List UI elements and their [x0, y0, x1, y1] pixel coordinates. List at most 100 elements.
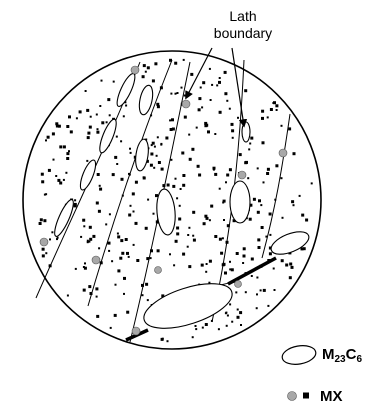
- precipitate-dot: [256, 307, 258, 309]
- precipitate-dot: [55, 175, 57, 177]
- precipitate-dot: [89, 238, 92, 241]
- precipitate-dot: [41, 180, 44, 183]
- precipitate-dot: [263, 181, 265, 183]
- precipitate-dot: [129, 148, 131, 150]
- precipitate-dot: [96, 296, 98, 298]
- precipitate-dot: [247, 177, 249, 179]
- precipitate-dot: [261, 117, 264, 120]
- precipitate-dot: [248, 148, 250, 150]
- precipitate-dot: [303, 247, 306, 250]
- precipitate-dot: [214, 173, 217, 176]
- precipitate-dot: [260, 289, 262, 291]
- precipitate-dot: [59, 182, 62, 185]
- precipitate-dot: [245, 291, 247, 293]
- precipitate-dot: [209, 260, 212, 263]
- precipitate-dot: [143, 64, 146, 67]
- precipitate-dot: [202, 327, 204, 329]
- precipitate-dot: [120, 239, 123, 242]
- precipitate-dot: [133, 211, 135, 213]
- precipitate-dot: [49, 238, 51, 240]
- precipitate-dot: [251, 275, 253, 277]
- precipitate-dot: [227, 315, 229, 317]
- precipitate-dot: [63, 145, 66, 148]
- precipitate-dot: [239, 153, 242, 156]
- precipitate-dot: [44, 194, 46, 196]
- precipitate-dot: [171, 118, 174, 121]
- c-base: C: [346, 346, 357, 363]
- precipitate-dot: [192, 211, 195, 214]
- carbide: [230, 181, 250, 223]
- precipitate-dot: [45, 252, 47, 254]
- precipitate-dot: [97, 128, 99, 130]
- precipitate-dot: [282, 217, 284, 219]
- precipitate-dot: [184, 116, 187, 119]
- precipitate-dot: [96, 131, 99, 134]
- precipitate-dot: [56, 238, 58, 240]
- precipitate-dot: [150, 153, 153, 156]
- precipitate-dot: [67, 295, 69, 297]
- precipitate-dot: [130, 205, 132, 207]
- mx-particle: [279, 149, 287, 157]
- precipitate-dot: [167, 340, 169, 342]
- precipitate-dot: [285, 264, 288, 267]
- precipitate-dot: [198, 108, 201, 111]
- precipitate-dot: [237, 316, 240, 319]
- precipitate-dot: [258, 199, 261, 202]
- precipitate-dot: [167, 184, 170, 187]
- precipitate-dot: [136, 259, 139, 262]
- precipitate-dot: [126, 252, 129, 255]
- precipitate-dot: [157, 136, 159, 138]
- precipitate-dot: [83, 225, 85, 227]
- precipitate-dot: [123, 293, 125, 295]
- precipitate-dot: [40, 218, 43, 221]
- callout-line-2: boundary: [188, 25, 298, 42]
- precipitate-dot: [257, 238, 260, 241]
- precipitate-dot: [114, 156, 117, 159]
- precipitate-dot: [92, 235, 95, 238]
- precipitate-dot: [113, 81, 115, 83]
- precipitate-dot: [156, 155, 158, 157]
- precipitate-dot: [209, 68, 211, 70]
- precipitate-dot: [244, 161, 247, 164]
- precipitate-dot: [90, 116, 92, 118]
- precipitate-dot: [158, 161, 161, 164]
- precipitate-dot: [184, 95, 186, 97]
- precipitate-dot: [43, 219, 46, 222]
- precipitate-dot: [256, 277, 258, 279]
- precipitate-dot: [189, 158, 192, 161]
- precipitate-dot: [200, 87, 202, 89]
- precipitate-dot: [70, 130, 73, 133]
- precipitate-dot: [117, 269, 120, 272]
- precipitate-dot: [210, 99, 212, 101]
- precipitate-dot: [269, 252, 272, 255]
- precipitate-dot: [256, 293, 258, 295]
- precipitate-dot: [219, 188, 221, 190]
- precipitate-dot: [204, 122, 207, 125]
- precipitate-dot: [289, 263, 292, 266]
- precipitate-dot: [214, 133, 216, 135]
- mx-particle: [92, 256, 100, 264]
- precipitate-dot: [188, 134, 190, 136]
- precipitate-dot: [258, 246, 261, 249]
- precipitate-dot: [109, 213, 111, 215]
- precipitate-dot: [250, 137, 253, 140]
- c-subscript: 6: [356, 354, 362, 365]
- precipitate-dot: [101, 121, 104, 124]
- precipitate-dot: [147, 299, 149, 301]
- precipitate-dot: [243, 255, 246, 258]
- precipitate-dot: [86, 109, 89, 112]
- precipitate-dot: [266, 172, 269, 175]
- carbide: [242, 122, 250, 142]
- precipitate-dot: [66, 157, 69, 160]
- precipitate-dot: [68, 115, 71, 118]
- precipitate-dot: [135, 181, 138, 184]
- precipitate-dot: [181, 152, 184, 155]
- precipitate-dot: [270, 108, 273, 111]
- precipitate-dot: [240, 324, 242, 326]
- mx-particle: [155, 267, 162, 274]
- precipitate-dot: [229, 303, 231, 305]
- precipitate-dot: [273, 268, 275, 270]
- precipitate-dot: [116, 163, 118, 165]
- precipitate-dot: [229, 261, 231, 263]
- precipitate-dot: [153, 213, 155, 215]
